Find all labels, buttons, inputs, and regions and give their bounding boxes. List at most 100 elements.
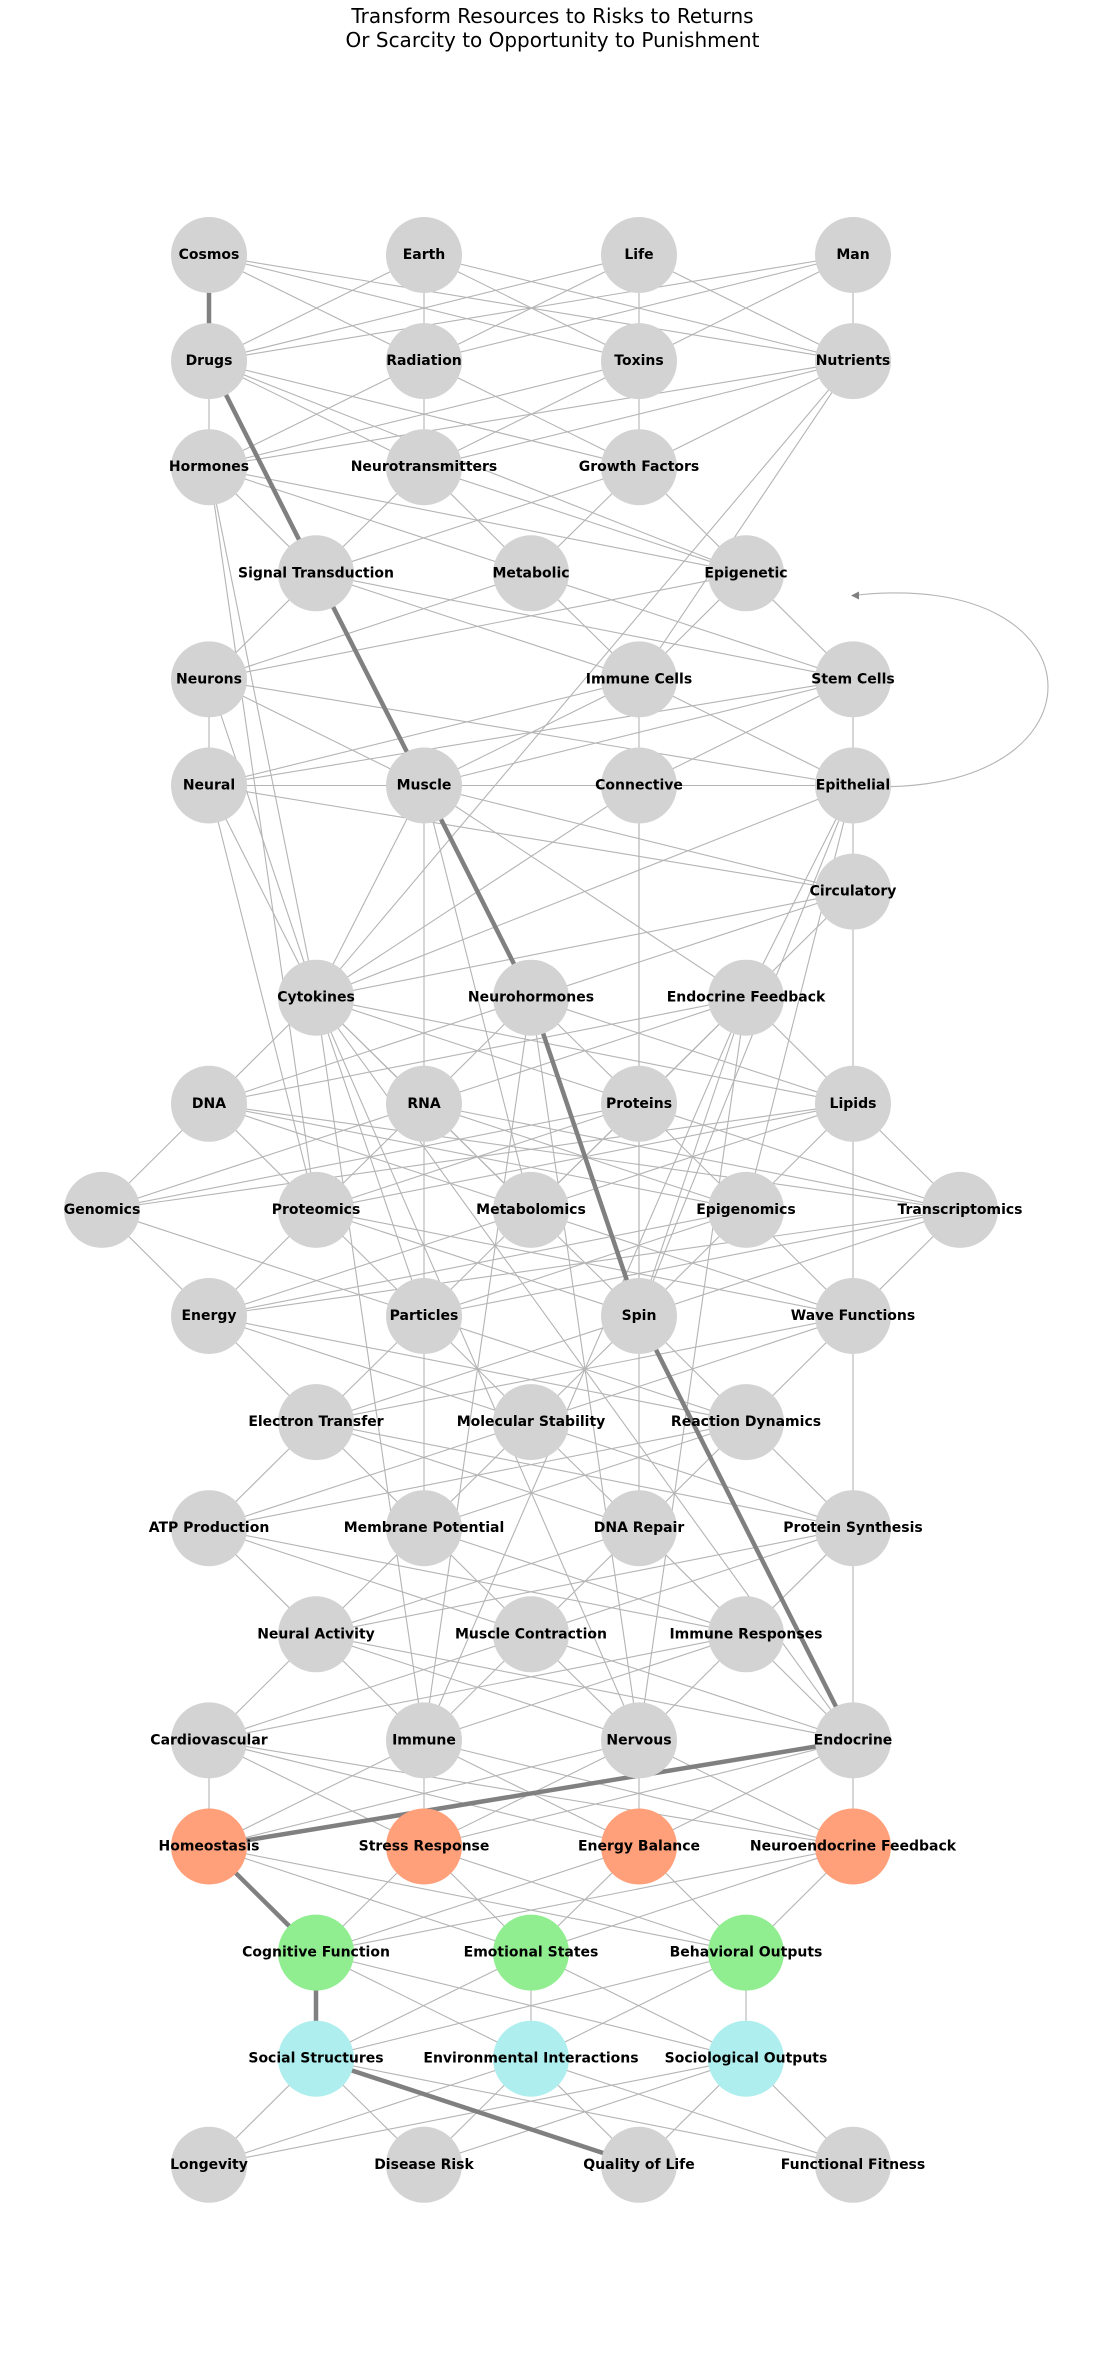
node-immune-cells: Immune Cells [586,641,692,718]
node-circle [601,1702,677,1779]
node-epigenomics: Epigenomics [696,1171,796,1248]
edge-man-to-drugs [208,254,854,362]
node-circle [386,1808,462,1885]
node-circle [815,853,891,930]
node-circle [493,959,569,1036]
edge-emotional-states-to-social-structures [315,1952,532,2060]
node-label: Functional Fitness [781,2157,925,2173]
node-circle [386,429,462,506]
node-label: RNA [407,1096,440,1112]
node-neuroendocrine-feedback: Neuroendocrine Feedback [750,1808,957,1885]
node-circle [601,641,677,718]
node-circle [708,1596,784,1673]
node-circle [171,1702,247,1779]
edge-toxins-to-hormones [208,360,640,468]
node-circle [386,1278,462,1354]
node-circle [601,747,677,824]
node-circle [278,959,354,1036]
edge-epithelial-to-endocrine-feedback [745,785,854,998]
edge-sociological-outputs-to-disease-risk [423,2058,747,2166]
node-immune: Immune [386,1702,462,1779]
node-label: Nervous [606,1732,671,1748]
edge-energy-balance-to-cognitive-function [315,1845,640,1954]
node-membrane-potential: Membrane Potential [344,1490,504,1567]
node-label: DNA [192,1096,226,1112]
edge-transcriptomics-to-spin [638,1209,961,1317]
node-circle [708,2020,784,2097]
node-circle [815,641,891,718]
node-label: Cognitive Function [242,1945,390,1961]
title-line-2: Or Scarcity to Opportunity to Punishment [345,28,760,52]
edge-hormones-to-cytokines [208,467,317,998]
node-label: Molecular Stability [457,1414,606,1430]
node-label: Social Structures [248,2051,383,2067]
node-neurotransmitters: Neurotransmitters [351,429,498,506]
node-transcriptomics: Transcriptomics [897,1171,1023,1248]
node-label: Neuroendocrine Feedback [750,1839,957,1855]
node-epithelial: Epithelial [815,747,891,824]
node-circle [171,1278,247,1354]
node-label: Muscle Contraction [455,1626,607,1642]
node-lipids: Lipids [815,1065,891,1142]
node-energy-balance: Energy Balance [578,1808,700,1885]
edge-nutrients-to-growth-factors [638,360,854,468]
edge-hormones-to-proteomics [208,467,317,1210]
node-label: Sociological Outputs [665,2051,828,2067]
node-spin: Spin [601,1278,677,1354]
node-circle [171,641,247,718]
node-circle [278,535,354,612]
node-circle [708,1384,784,1461]
node-circle [171,217,247,293]
node-circle [171,1490,247,1567]
node-energy: Energy [171,1278,247,1354]
node-label: Life [624,247,653,263]
node-circle [601,1065,677,1142]
node-label: Neurons [176,671,242,687]
node-label: Longevity [170,2157,248,2173]
highlight-edge-spin-to-endocrine [636,1314,856,1742]
edge-endocrine-to-energy-balance [638,1739,854,1847]
node-label: Neurotransmitters [351,459,498,475]
node-label: Cosmos [179,247,240,263]
node-circle [386,747,462,824]
node-connective: Connective [595,747,683,824]
node-circle [493,2020,569,2097]
node-growth-factors: Growth Factors [579,429,699,506]
node-dna-repair: DNA Repair [594,1490,685,1567]
node-label: Endocrine [814,1732,893,1748]
node-label: Connective [595,778,683,794]
edge-life-to-drugs [208,254,640,362]
chart-title: Transform Resources to Risks to Returns … [0,4,1105,52]
node-label: Neural [183,778,235,794]
node-circle [171,429,247,506]
node-label: DNA Repair [594,1520,685,1536]
node-label: Hormones [169,459,249,475]
node-label: Environmental Interactions [423,2051,638,2067]
node-label: Homeostasis [159,1839,260,1855]
node-longevity: Longevity [170,2126,248,2203]
node-wave-functions: Wave Functions [791,1278,915,1354]
edge-endocrine-feedback-to-spin [638,997,747,1317]
node-circle [171,323,247,400]
node-label: Muscle [397,778,452,794]
title-line-1: Transform Resources to Risks to Returns [351,4,754,28]
node-nervous: Nervous [601,1702,677,1779]
node-functional-fitness: Functional Fitness [781,2126,925,2203]
edge-environmental-interactions-to-longevity [208,2058,532,2166]
edge-behavioral-outputs-to-environmental-interactions [530,1952,747,2060]
node-neurohormones: Neurohormones [468,959,594,1036]
node-circle [493,1914,569,1991]
self-loop-arrowhead [851,591,859,600]
node-label: Transcriptomics [897,1202,1022,1218]
node-label: Reaction Dynamics [671,1414,821,1430]
node-homeostasis: Homeostasis [159,1808,260,1885]
self-loop-layer [851,591,1049,788]
edge-nutrients-to-hormones [208,360,854,468]
node-emotional-states: Emotional States [464,1914,598,1991]
node-muscle: Muscle [386,747,462,824]
edge-circulatory-to-neurohormones [530,891,854,999]
node-circle [815,1808,891,1885]
node-neural: Neural [171,747,247,824]
node-signal-transduction: Signal Transduction [238,535,394,612]
node-proteomics: Proteomics [272,1171,360,1248]
